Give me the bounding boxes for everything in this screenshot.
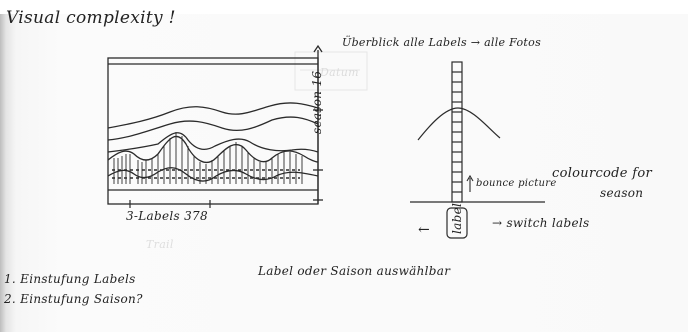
chart-frame [107,57,319,205]
stream-layer-2 [107,116,319,141]
colourcode-label: colourcode for [552,166,652,181]
streamgraph-sketch [107,57,319,205]
x-axis-ticks [129,200,211,208]
sketch-title: Visual complexity ! [6,8,176,28]
stream-layer-5 [107,167,319,182]
switch-labels-note[interactable]: → switch labels [492,216,590,230]
rating-step-2: 2. Einstufung Saison? [4,292,143,306]
stream-layer-3 [107,132,319,153]
faint-ghost-text-1: Datum [320,66,359,79]
label-button-outline [446,207,468,239]
label-button[interactable]: label [450,202,464,234]
stream-layer-4 [107,135,319,163]
stream-layer-1 [107,102,319,129]
colourcode-season-label: season [600,186,644,200]
switch-left-arrow[interactable]: ← [418,222,431,238]
caption-select: Label oder Saison auswählbar [258,264,451,278]
bounce-arrow-icon [466,174,474,192]
faint-ghost-text-2: Trail [146,238,174,251]
picture-stack [451,61,463,203]
rating-step-1: 1. Einstufung Labels [4,272,136,286]
vertical-axis [313,44,323,204]
ghost-sketch [294,51,368,91]
bell-curve [417,107,501,141]
overview-note: Überblick alle Labels → alle Fotos [342,36,542,49]
chart-x-label: 3-Labels 378 [126,209,208,223]
paper-top-edge [0,0,688,14]
bounce-picture-label: bounce picture [476,178,557,189]
axis-season-label: season 16 [310,70,324,134]
